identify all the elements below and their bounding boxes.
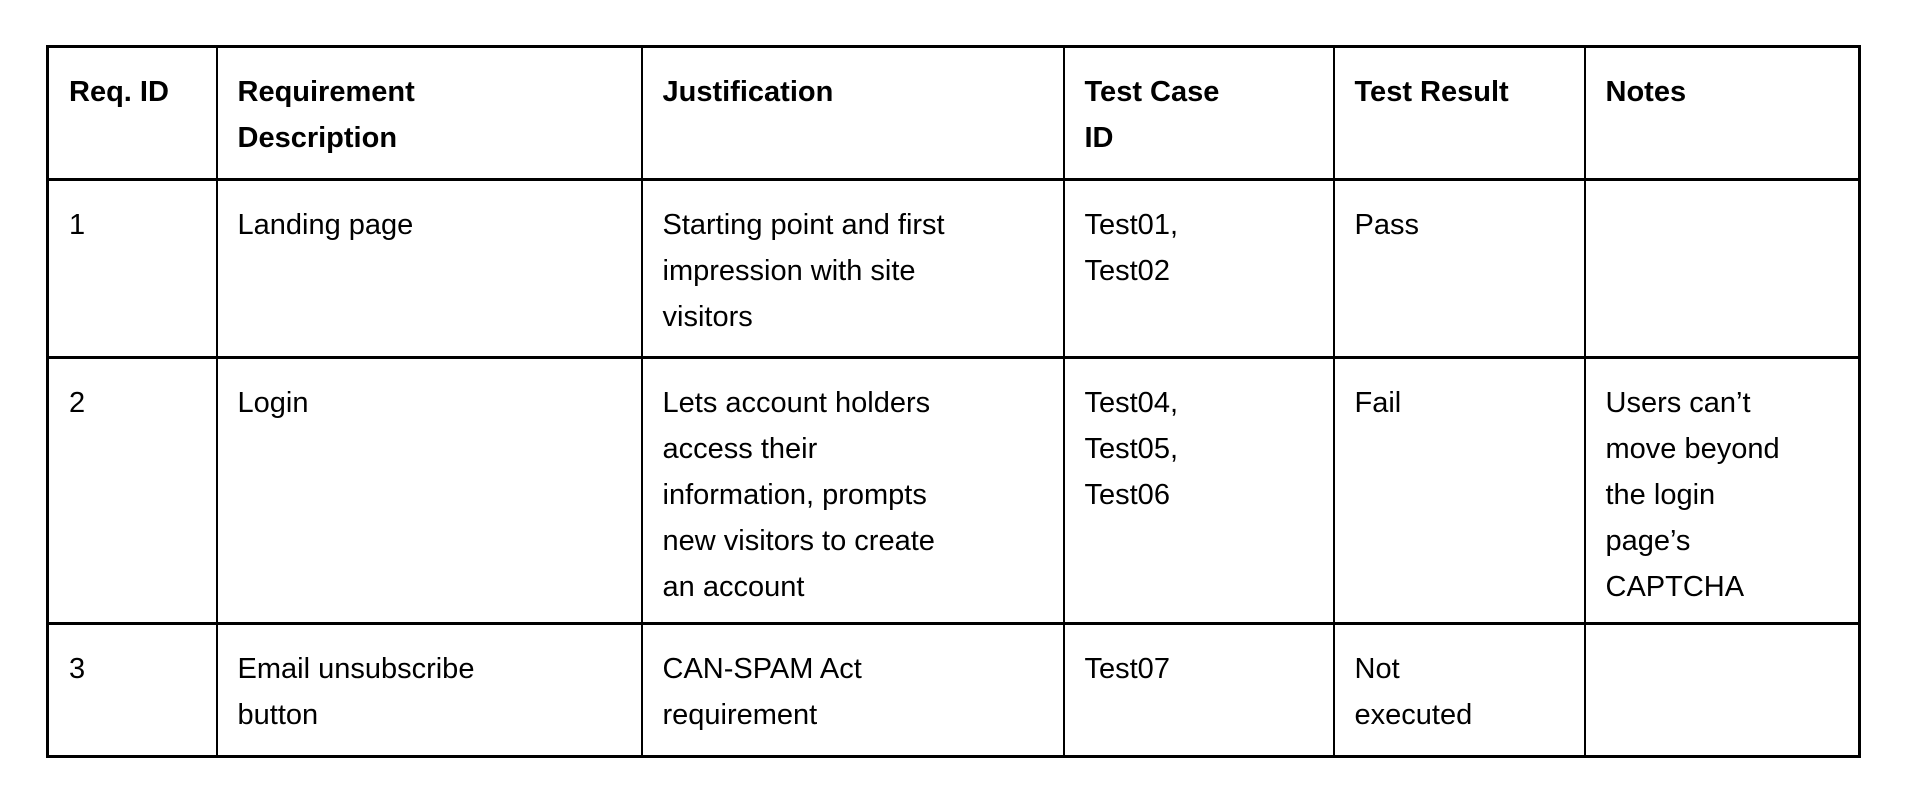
cell-test-case-id: Test07 (1062, 622, 1335, 758)
cell-requirement-description: Landing page (215, 178, 643, 359)
table-row: 2 Login Lets account holders access thei… (46, 356, 1861, 625)
header-cell-test-result: Test Result (1332, 45, 1586, 181)
table-header-row: Req. ID Requirement Description Justific… (46, 45, 1861, 181)
cell-test-case-id: Test04, Test05, Test06 (1062, 356, 1335, 625)
cell-notes: Users can’t move beyond the login page’s… (1583, 356, 1861, 625)
cell-test-case-id: Test01, Test02 (1062, 178, 1335, 359)
table-row: 1 Landing page Starting point and first … (46, 178, 1861, 359)
table-row: 3 Email unsubscribe button CAN-SPAM Act … (46, 622, 1861, 758)
requirements-traceability-table: Req. ID Requirement Description Justific… (46, 45, 1861, 758)
cell-justification: CAN-SPAM Act requirement (640, 622, 1065, 758)
header-cell-requirement-description: Requirement Description (215, 45, 643, 181)
header-cell-test-case-id: Test Case ID (1062, 45, 1335, 181)
cell-requirement-description: Email unsubscribe button (215, 622, 643, 758)
cell-req-id: 2 (46, 356, 218, 625)
header-cell-justification: Justification (640, 45, 1065, 181)
cell-notes (1583, 178, 1861, 359)
cell-req-id: 1 (46, 178, 218, 359)
cell-requirement-description: Login (215, 356, 643, 625)
cell-notes (1583, 622, 1861, 758)
cell-test-result: Not executed (1332, 622, 1586, 758)
cell-test-result: Pass (1332, 178, 1586, 359)
cell-test-result: Fail (1332, 356, 1586, 625)
cell-justification: Lets account holders access their inform… (640, 356, 1065, 625)
header-cell-notes: Notes (1583, 45, 1861, 181)
cell-req-id: 3 (46, 622, 218, 758)
header-cell-req-id: Req. ID (46, 45, 218, 181)
cell-justification: Starting point and first impression with… (640, 178, 1065, 359)
